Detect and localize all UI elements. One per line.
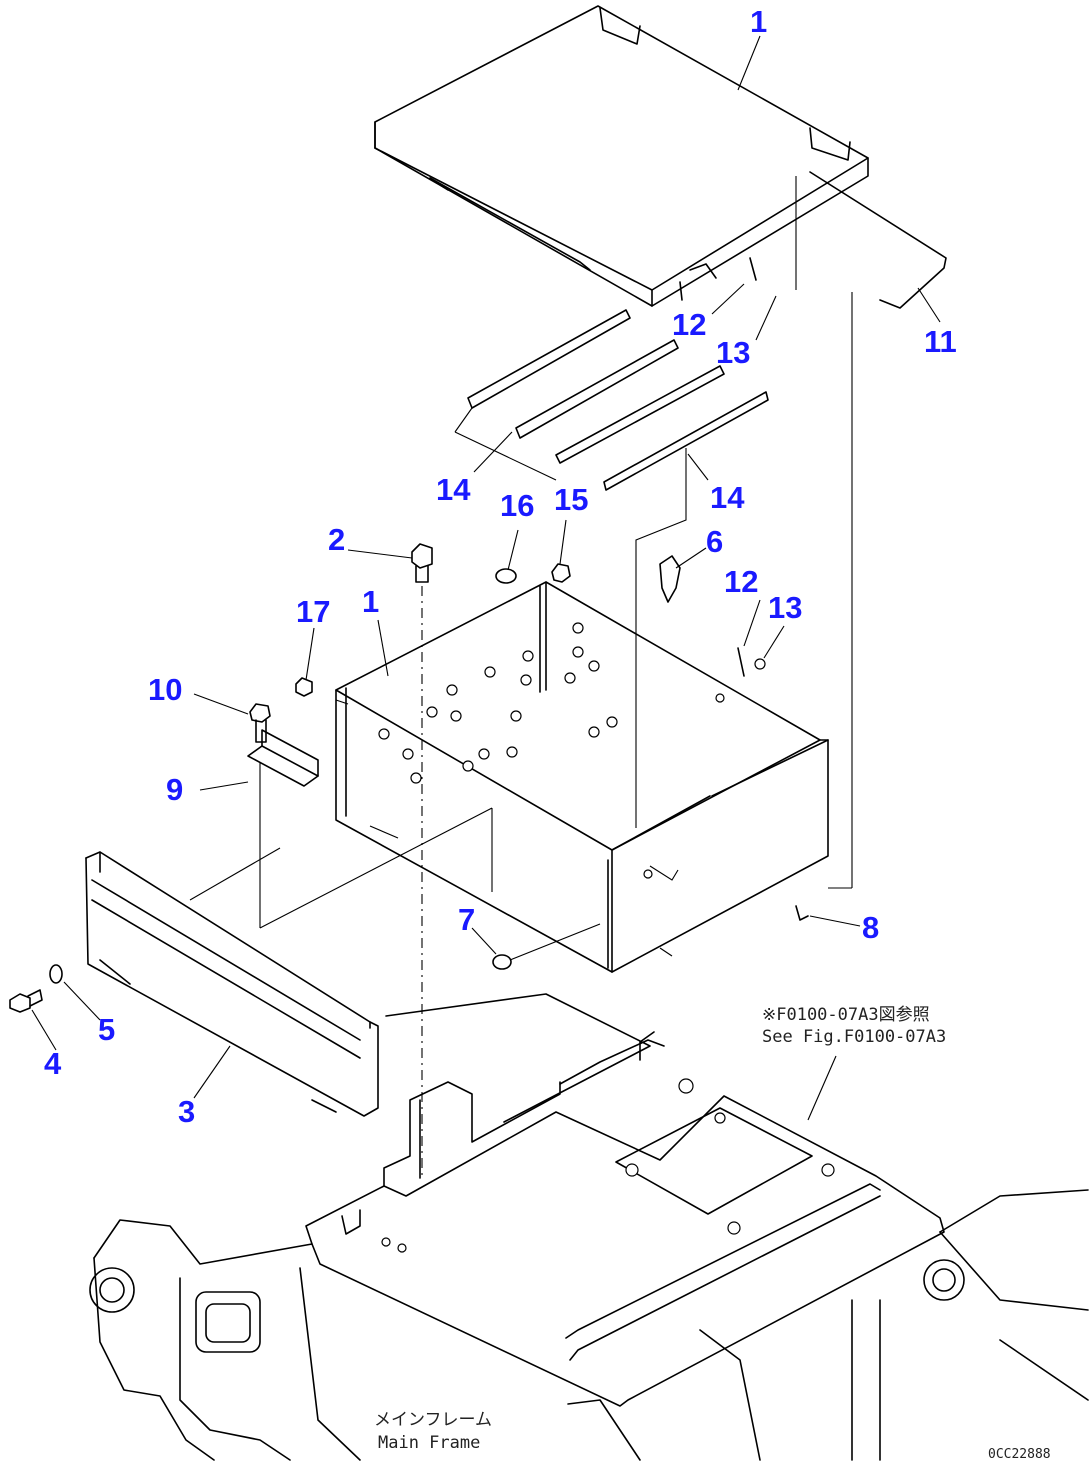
fasteners — [9, 543, 809, 1180]
callout-17: 17 — [296, 594, 330, 629]
main-frame — [89, 993, 1089, 1461]
main-frame-label-jp: メインフレーム — [374, 1410, 492, 1430]
callout-1-cover: 1 — [750, 4, 767, 39]
reference-note-en: See Fig.F0100-07A3 — [762, 1027, 946, 1047]
callout-12-box: 12 — [724, 564, 758, 599]
callout-7: 7 — [458, 902, 475, 937]
callout-13-top: 13 — [716, 335, 750, 370]
callout-12-top: 12 — [672, 307, 706, 342]
callout-4: 4 — [44, 1046, 62, 1081]
callout-10: 10 — [148, 672, 182, 707]
callout-3: 3 — [178, 1094, 195, 1129]
rear-plate — [809, 171, 947, 889]
callout-15: 15 — [554, 482, 588, 517]
callout-16: 16 — [500, 488, 534, 523]
diagram-notes: ※F0100-07A3図参照 See Fig.F0100-07A3 メインフレー… — [374, 1005, 1051, 1462]
box-holes — [378, 622, 725, 879]
battery-box — [335, 581, 829, 973]
callout-11: 11 — [924, 324, 957, 359]
cover-lid — [374, 5, 869, 307]
bracket — [247, 729, 493, 929]
callout-5: 5 — [98, 1012, 115, 1047]
drawing-number: 0CC22888 — [988, 1447, 1051, 1462]
main-frame-label-en: Main Frame — [378, 1433, 480, 1453]
callout-13-box: 13 — [768, 590, 802, 625]
leader-lines — [31, 35, 941, 1121]
reference-note-jp: ※F0100-07A3図参照 — [762, 1005, 930, 1025]
callout-labels: 1 11 12 13 14 14 16 15 2 6 12 13 17 1 10… — [44, 4, 957, 1129]
callout-14-right: 14 — [710, 480, 745, 515]
callout-2: 2 — [328, 522, 345, 557]
callout-8: 8 — [862, 910, 879, 945]
side-cover — [85, 847, 379, 1117]
callout-1-box: 1 — [362, 584, 379, 619]
strips — [454, 309, 769, 828]
callout-14-left: 14 — [436, 472, 471, 507]
callout-9: 9 — [166, 772, 183, 807]
callout-6: 6 — [706, 524, 723, 559]
